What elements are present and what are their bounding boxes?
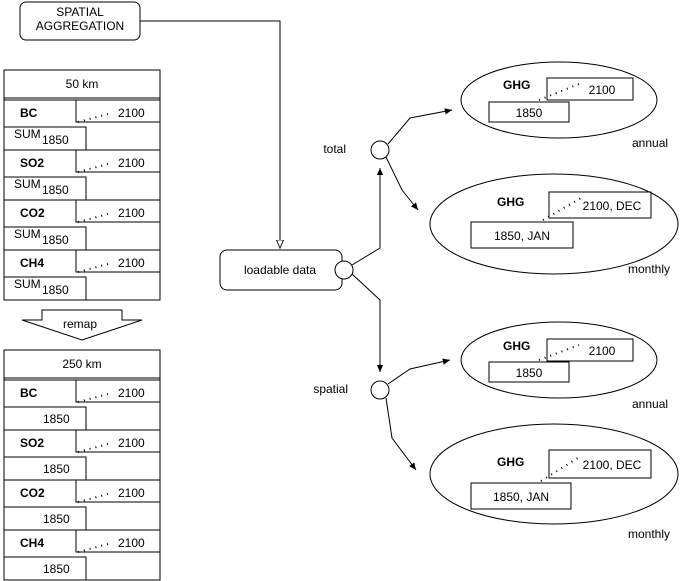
end-year: 2100 — [118, 206, 145, 220]
output-gas-label: GHG — [503, 78, 530, 92]
start-year: 1850 — [43, 562, 70, 576]
end-year: 2100 — [118, 486, 145, 500]
spatial-aggregation-line-2: AGGREGATION — [36, 19, 124, 33]
output-start: 1850, JAN — [493, 490, 549, 504]
panel-row: BC 2100 1850 — [3, 379, 160, 431]
spatial-monthly-connector — [385, 397, 417, 471]
aggregation-op: SUM — [14, 127, 41, 141]
spatial-node — [370, 380, 390, 400]
spatial-annual-connector — [387, 358, 451, 385]
output-total-monthly: GHG 2100, DEC 1850, JAN monthly — [429, 173, 679, 276]
total-monthly-connector — [385, 156, 419, 211]
panel-row: CO2 2100 1850 — [3, 479, 160, 531]
aggregation-op: SUM — [14, 177, 41, 191]
start-year: 1850 — [42, 183, 69, 197]
output-total-annual: GHG 2100 1850 annual — [460, 61, 668, 150]
gas-label: BC — [20, 106, 38, 120]
start-year: 1850 — [42, 283, 69, 297]
gas-label: CO2 — [20, 206, 45, 220]
spatial-aggregation-line-1: SPATIAL — [56, 5, 104, 19]
output-spatial-annual: GHG 2100 1850 annual — [460, 321, 668, 411]
remap-label: remap — [63, 317, 97, 331]
output-gas-label: GHG — [497, 455, 524, 469]
end-year: 2100 — [118, 106, 145, 120]
start-year: 1850 — [43, 412, 70, 426]
panel-row: SO2 2100 1850 — [3, 429, 160, 481]
output-end: 2100, DEC — [583, 458, 642, 472]
start-year: 1850 — [42, 133, 69, 147]
to-spatial-connector — [351, 273, 384, 372]
total-branch: total — [323, 108, 453, 211]
total-annual-connector — [387, 108, 453, 145]
end-year: 2100 — [118, 386, 145, 400]
output-spatial-monthly: GHG 2100, DEC 1850, JAN monthly — [429, 423, 679, 541]
output-end: 2100 — [589, 344, 616, 358]
remap-arrow: remap — [21, 309, 143, 341]
gas-label: SO2 — [20, 436, 44, 450]
loadable-data-port — [334, 260, 354, 280]
output-end: 2100 — [589, 83, 616, 97]
output-gas-label: GHG — [497, 195, 524, 209]
end-year: 2100 — [118, 256, 145, 270]
output-start: 1850 — [516, 106, 543, 120]
output-start: 1850, JAN — [494, 229, 550, 243]
gas-label: BC — [20, 386, 38, 400]
spatial-aggregation-box: SPATIAL AGGREGATION — [19, 1, 141, 41]
loadable-data-label: loadable data — [244, 263, 316, 277]
loadable-data-box: loadable data — [219, 249, 354, 291]
spatial-label: spatial — [313, 382, 348, 396]
panel-row: CH4 2100 1850 — [3, 529, 160, 581]
to-total-connector — [351, 168, 384, 266]
output-frequency-label: monthly — [628, 262, 670, 276]
output-gas-label: GHG — [503, 339, 530, 353]
gas-label: SO2 — [20, 156, 44, 170]
end-year: 2100 — [118, 156, 145, 170]
gas-label: CH4 — [20, 536, 44, 550]
gas-label: CO2 — [20, 486, 45, 500]
total-node — [370, 140, 390, 160]
start-year: 1850 — [43, 512, 70, 526]
output-frequency-label: annual — [632, 136, 668, 150]
spatial-branch: spatial — [313, 358, 451, 471]
aggregation-op: SUM — [14, 227, 41, 241]
output-frequency-label: annual — [632, 397, 668, 411]
output-end: 2100, DEC — [583, 199, 642, 213]
aggregation-op: SUM — [14, 277, 41, 291]
total-label: total — [323, 142, 346, 156]
end-year: 2100 — [118, 536, 145, 550]
end-year: 2100 — [118, 436, 145, 450]
gas-label: CH4 — [20, 256, 44, 270]
output-frequency-label: monthly — [628, 527, 670, 541]
aggregation-connector — [140, 20, 280, 248]
start-year: 1850 — [42, 233, 69, 247]
panel-50km-header: 50 km — [66, 77, 99, 91]
panel-250km-header: 250 km — [62, 357, 101, 371]
output-start: 1850 — [516, 366, 543, 380]
start-year: 1850 — [43, 462, 70, 476]
